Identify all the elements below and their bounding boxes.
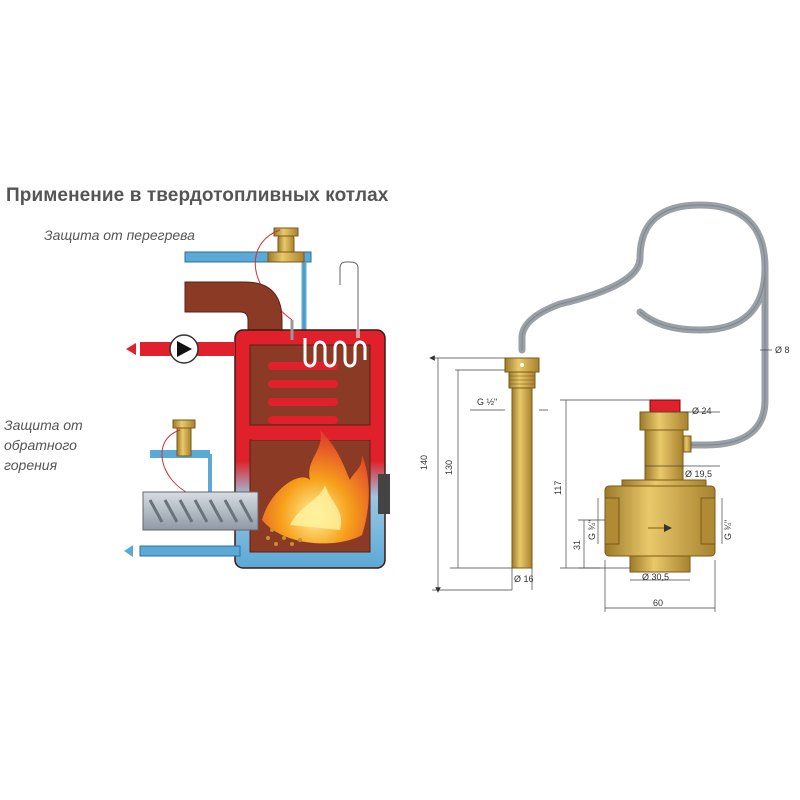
backfire-caption-line-2: обратного <box>4 437 77 453</box>
sensor-probe <box>504 357 540 569</box>
capillary-tube <box>518 201 769 449</box>
dim-body-dia: Ø 19,5 <box>685 469 712 479</box>
coil-outlet <box>338 260 360 338</box>
backfire-caption-line-3: горения <box>4 457 58 473</box>
heat-fin-4 <box>268 416 338 424</box>
dimension-lines <box>432 349 772 612</box>
dim-pipe-dia: Ø 8 <box>775 345 790 355</box>
dim-width-60: 60 <box>653 598 663 608</box>
valve-drawing: 140 130 117 31 G ½" Ø 16 Ø 24 Ø 19,5 Ø 3… <box>419 201 790 612</box>
dim-sensor-dia: Ø 16 <box>514 574 534 584</box>
valve-body <box>604 399 716 573</box>
backfire-valve <box>150 419 212 500</box>
overheat-valve <box>254 227 305 321</box>
dim-31: 31 <box>572 540 582 550</box>
dim-117: 117 <box>553 481 563 495</box>
dim-thread-right: G ¾" <box>723 520 733 540</box>
heat-fin-1 <box>268 362 338 370</box>
backfire-caption-line-1: Защита от <box>4 417 83 433</box>
boiler-schematic <box>124 227 390 569</box>
cold-flow-arrow <box>124 545 133 557</box>
dim-140: 140 <box>419 455 429 470</box>
fire-flames <box>262 430 369 544</box>
overheat-caption: Защита от перегрева <box>44 227 195 243</box>
pellets <box>266 528 302 546</box>
dim-bottom-dia: Ø 30,5 <box>642 572 669 582</box>
boiler-door <box>378 474 390 514</box>
cold-return-pipe <box>124 545 241 557</box>
heat-fin-2 <box>268 380 338 388</box>
dim-thread-half: G ½" <box>477 397 497 407</box>
hot-flow-arrow <box>126 343 136 355</box>
auger-feed <box>142 491 259 531</box>
heat-divider <box>252 430 370 440</box>
heat-fin-3 <box>268 398 338 406</box>
dim-130: 130 <box>444 460 454 475</box>
dim-thread-left: G ¾" <box>587 520 597 540</box>
hot-supply-pipe <box>126 334 235 364</box>
dim-top-dia: Ø 24 <box>692 406 712 416</box>
page-title: Применение в твердотопливных котлах <box>6 185 389 206</box>
cooling-coil <box>303 338 367 368</box>
backfire-caption: Защита от обратного горения <box>4 415 114 475</box>
